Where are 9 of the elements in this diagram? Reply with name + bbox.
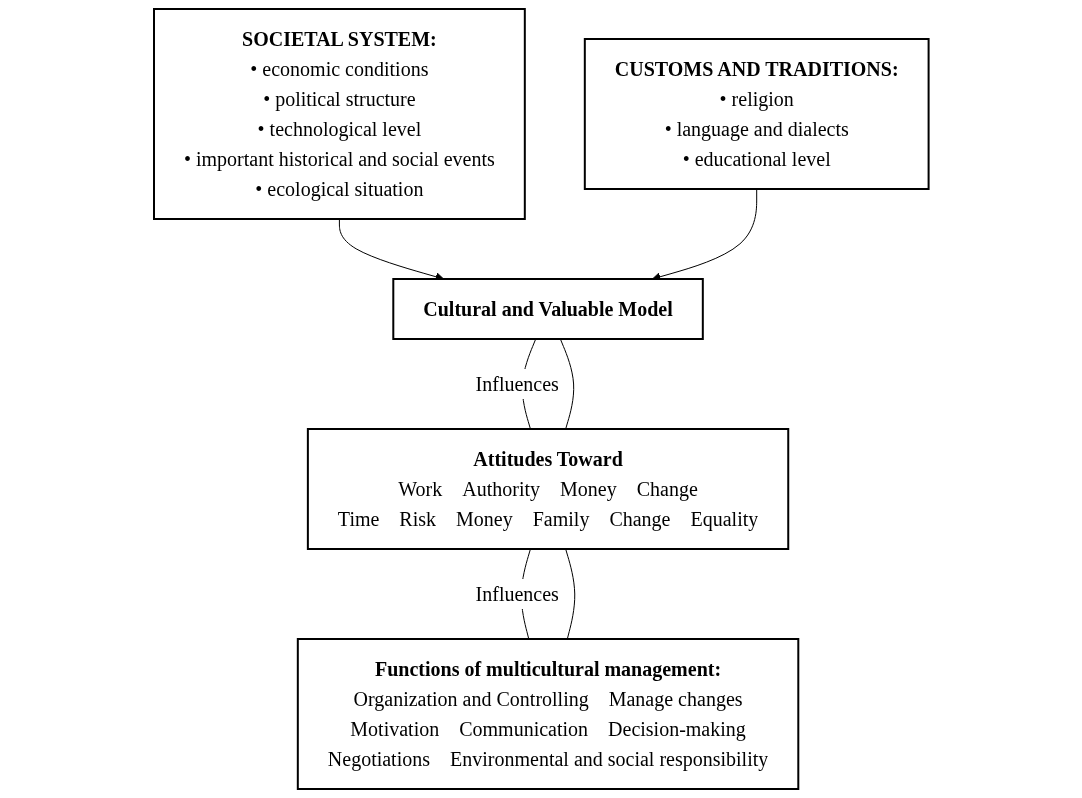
connector [559,338,574,430]
node-box [306,428,789,550]
edge-label: Influences [475,373,559,395]
node-box [152,8,526,220]
edge-label: Influences [475,583,559,605]
node-box [392,278,704,340]
node-box [296,638,799,790]
connector [564,548,575,640]
node-box [583,38,930,190]
